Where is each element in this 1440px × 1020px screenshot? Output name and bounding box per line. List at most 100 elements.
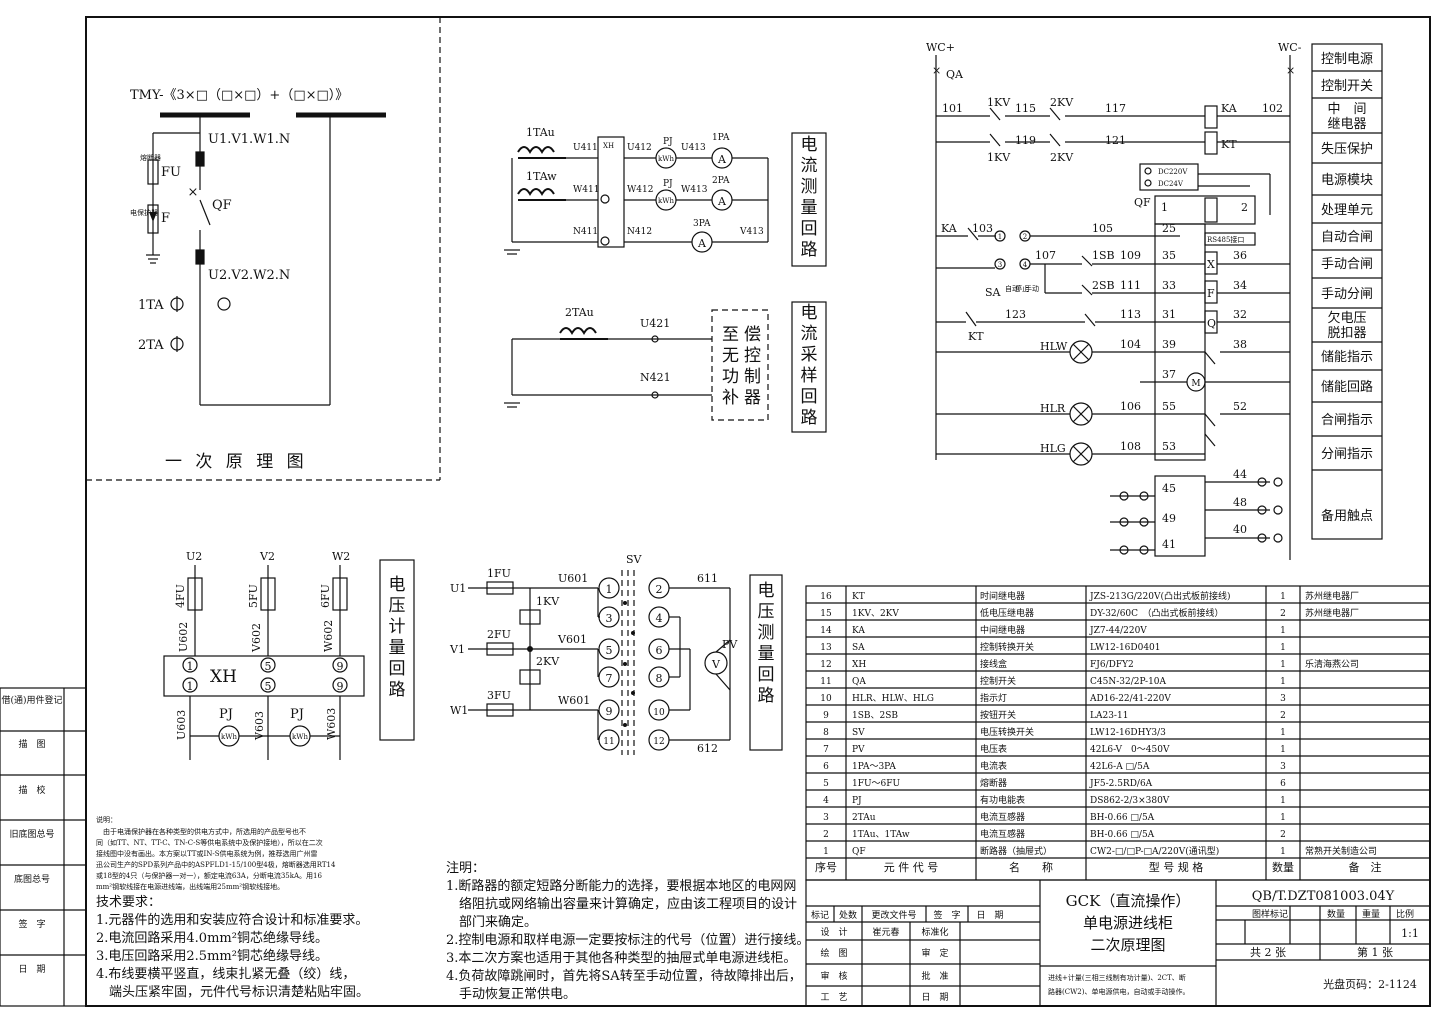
note-line: 部门来确定。 — [446, 915, 537, 930]
fn-label: 中 间 — [1327, 102, 1366, 117]
bom-cell: 1 — [1280, 677, 1286, 687]
current-meas-title: 电流测量回路 — [801, 135, 818, 260]
svg-text:33: 33 — [1162, 279, 1176, 292]
bom-cell: QA — [852, 677, 866, 687]
voltage-metering-title: 电压计量回路 — [389, 575, 406, 700]
svg-text:109: 109 — [1120, 249, 1141, 262]
svg-text:图样标记: 图样标记 — [1252, 908, 1288, 920]
svg-text:工 艺: 工 艺 — [820, 992, 847, 1003]
bom-cell: 2 — [1280, 609, 1286, 619]
fn-label: 失压保护 — [1321, 142, 1373, 157]
bom-cell: JZS-213G/220V(凸出式板前接线) — [1089, 590, 1231, 602]
svg-text:A: A — [697, 237, 707, 250]
svg-text:kWh: kWh — [221, 733, 237, 741]
current-samp-title: 电流采样回路 — [801, 303, 818, 428]
svg-text:说明：: 说明： — [96, 815, 117, 824]
bom-cell: 1TAu、1TAw — [852, 830, 910, 840]
bom-cell: JF5-2.5RD/6A — [1089, 779, 1153, 789]
svg-text:U603: U603 — [175, 710, 188, 740]
svg-text:手动: 手动 — [1025, 284, 1039, 293]
bom-cell: XH — [852, 660, 866, 670]
fn-label: 处理单元 — [1321, 203, 1373, 218]
svg-text:技术要求：: 技术要求： — [96, 895, 161, 910]
svg-text:1: 1 — [1161, 201, 1168, 214]
fn-label: 继电器 — [1327, 117, 1366, 132]
fu-label: FU — [161, 165, 181, 180]
bom-cell: 控制转换开关 — [980, 641, 1034, 653]
svg-text:DC24V: DC24V — [1158, 180, 1184, 188]
fn-label: 自动合闸 — [1321, 230, 1373, 245]
svg-text:审 定: 审 定 — [921, 947, 948, 959]
svg-text:48: 48 — [1233, 496, 1247, 509]
svg-text:38: 38 — [1233, 338, 1247, 351]
svg-text:2SB: 2SB — [1092, 279, 1115, 292]
bom-cell: KA — [852, 626, 865, 636]
svg-text:31: 31 — [1162, 308, 1176, 321]
svg-text:HLW: HLW — [1040, 340, 1068, 353]
bom-cell: 16 — [820, 592, 832, 602]
svg-text:自动: 自动 — [1005, 284, 1019, 293]
bom-cell: 电流互感器 — [980, 811, 1025, 823]
voltage-measurement-circuit: SV U1 V1 W1 1FU 2FU 3FU 1KV 2KV U601 V60… — [449, 553, 783, 755]
bom-cell: 3 — [1280, 694, 1286, 704]
note-line: 2.控制电源和取样电源一定要按标注的代号（位置）进行接线。 — [446, 932, 809, 948]
bom-cell: 12 — [820, 660, 831, 670]
top-terminals: U1.V1.W1.N — [208, 132, 290, 147]
bom-cell: 乐清海燕公司 — [1305, 658, 1359, 670]
note-line: 由于电涌保护器在各种类型的供电方式中，所选用的产品型号也不 — [96, 827, 306, 836]
svg-text:V1: V1 — [449, 643, 465, 656]
svg-text:U411: U411 — [573, 143, 598, 153]
svg-text:数量: 数量 — [1327, 908, 1345, 920]
svg-text:W413: W413 — [681, 185, 708, 195]
fn-label: 控制电源 — [1321, 52, 1373, 67]
svg-text:U413: U413 — [681, 143, 706, 153]
bom-cell: 1 — [1280, 643, 1286, 653]
bom-cell: 有功电能表 — [980, 794, 1025, 806]
strip-label: 借(通)用件登记 — [1, 694, 62, 706]
svg-text:1:1: 1:1 — [1401, 927, 1419, 940]
svg-text:39: 39 — [1162, 338, 1176, 351]
note-line: 络阻抗或网络输出容量来计算确定，应由该工程项目的设计 — [446, 896, 797, 912]
fn-label: 欠电压 — [1327, 310, 1366, 326]
svg-text:1SB: 1SB — [1092, 249, 1115, 262]
bom-cell: 8 — [823, 728, 829, 738]
fn-label: 手动分闸 — [1321, 287, 1373, 302]
svg-text:106: 106 — [1120, 400, 1141, 413]
bom-cell: 42L6-A □/5A — [1090, 762, 1150, 772]
notes: 注明： 1.断路器的额定短路分断能力的选择，要根据本地区的电网网 络阻抗或网络输… — [446, 861, 809, 1002]
fn-label: 储能指示 — [1321, 350, 1373, 365]
note-line: 1.断路器的额定短路分断能力的选择，要根据本地区的电网网 — [446, 878, 796, 894]
svg-text:U412: U412 — [627, 143, 652, 153]
bom-cell: 电流互感器 — [980, 828, 1025, 840]
svg-text:4: 4 — [1023, 261, 1028, 269]
svg-text:1: 1 — [187, 660, 194, 673]
svg-text:签 字: 签 字 — [933, 909, 960, 921]
svg-text:44: 44 — [1233, 468, 1247, 481]
bom-cell: QF — [852, 847, 866, 857]
svg-text:108: 108 — [1120, 440, 1141, 453]
note-line: 4.负荷故障跳闸时，首先将SA转至手动位置，待故障排出后， — [446, 969, 802, 984]
bom-cell: 3 — [823, 813, 829, 823]
fn-label: 合闸指示 — [1321, 413, 1373, 428]
svg-text:WC+: WC+ — [926, 41, 955, 54]
note-line: 或18型的4只（与保护器一对一），额定电流63A，分断电流35kA。用16 — [96, 871, 322, 880]
svg-text:批 准: 批 准 — [921, 970, 948, 982]
svg-text:611: 611 — [697, 572, 718, 585]
bom-cell: 1 — [1280, 847, 1286, 857]
svg-text:Q: Q — [1207, 317, 1216, 330]
bom-cell: BH-0.66 □/5A — [1090, 830, 1155, 840]
technical-requirements: 技术要求： 1.元器件的选用和安装应符合设计和标准要求。2.电流回路采用4.0m… — [96, 895, 369, 1000]
svg-text:处数: 处数 — [839, 909, 857, 921]
svg-text:2TAu: 2TAu — [565, 306, 594, 319]
svg-text:XH: XH — [603, 142, 614, 150]
svg-text:器: 器 — [744, 388, 761, 408]
svg-text:控: 控 — [744, 346, 761, 366]
svg-text:U1: U1 — [450, 582, 466, 595]
svg-text:10: 10 — [653, 708, 665, 718]
svg-text:9: 9 — [606, 705, 613, 718]
svg-text:2: 2 — [1023, 233, 1027, 241]
bom-cell: 电流表 — [980, 760, 1007, 772]
bom-cell: 42L6-V 0～450V — [1090, 745, 1170, 755]
fn-label: 分闸指示 — [1321, 447, 1373, 462]
svg-text:49: 49 — [1162, 512, 1176, 525]
